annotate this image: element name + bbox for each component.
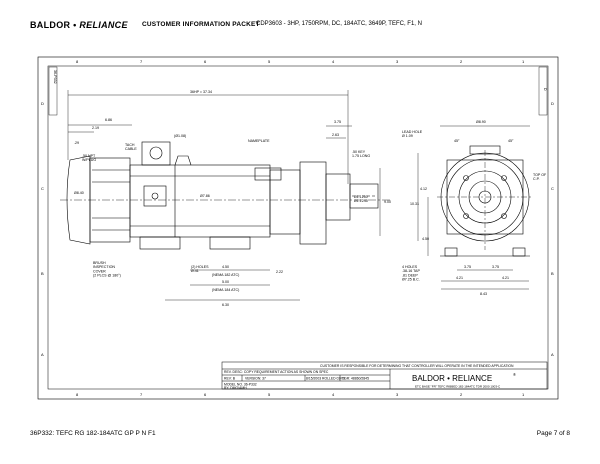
dim-500: 5.00 <box>222 280 229 284</box>
dim-029: .29 <box>74 141 79 145</box>
inner-frame <box>47 65 549 390</box>
dim-840: Ø8.40 <box>74 191 84 195</box>
side-tag: D <box>543 88 547 91</box>
zone-col-7-b: 7 <box>140 392 143 397</box>
zone-columns-top: 8 7 6 5 4 3 2 1 <box>76 59 525 64</box>
title-block-small-text: ETC BASE "FR" TEFC RIBBED 182-184ATC TDR… <box>415 385 501 389</box>
zone-col-5: 5 <box>268 59 271 64</box>
zone-row-a: A <box>41 352 44 357</box>
page-header: BALDOR • RELIANCE CUSTOMER INFORMATION P… <box>0 0 600 40</box>
zone-col-2: 2 <box>460 59 463 64</box>
dim-630: 6.30 <box>222 303 229 307</box>
revision-tag-box <box>48 66 58 116</box>
zone-col-4: 4 <box>332 59 335 64</box>
dim-421-right: 4.21 <box>502 276 509 280</box>
date-label-a: 8/15/2003 ROLLED 03/03 <box>306 377 345 381</box>
version-label: VERSION: 37 <box>245 377 266 381</box>
dim-890: Ø8.90 <box>476 120 486 124</box>
zone-col-1-b: 1 <box>522 392 525 397</box>
dim-263: 2.63 <box>332 133 339 137</box>
zone-columns-bottom: 8 7 6 5 4 3 2 1 <box>76 392 525 397</box>
zone-col-4-b: 4 <box>332 392 335 397</box>
dim-900: 9.00 <box>384 200 391 204</box>
footer-model: 36P332: TEFC RG 182-184ATC GP P N F1 <box>30 430 156 437</box>
model-number: MODEL NO. 36-P332 <box>224 383 257 387</box>
dim-450-end: 4.50 <box>422 237 429 241</box>
date-label-b: TGR: 48860/2845 <box>342 377 369 381</box>
zone-row-d-r: D <box>551 101 554 106</box>
dim-686: 6.86 <box>105 118 112 122</box>
motor-side-view <box>60 141 392 250</box>
zone-col-6-b: 6 <box>204 392 207 397</box>
zone-col-3: 3 <box>396 59 399 64</box>
angle-45b: 45° <box>508 139 514 143</box>
page-number: Page 7 of 8 <box>536 430 570 437</box>
dim-375-left: 3.75 <box>464 265 471 269</box>
outer-frame <box>37 56 559 400</box>
revision-label: REV: B <box>224 377 236 381</box>
zone-row-b-r: B <box>551 271 554 276</box>
registered-mark: ® <box>513 372 516 377</box>
zone-col-7: 7 <box>140 59 143 64</box>
dimension-lines-end <box>417 125 530 290</box>
side-tag-box <box>538 66 548 116</box>
motor-model: CDP3603 - 3HP, 1750RPM, DC, 184ATC, 3649… <box>256 21 422 27</box>
title-block-note: CUSTOMER IS RESPONSIBLE FOR DETERMINING … <box>320 364 514 368</box>
zone-col-5-b: 5 <box>268 392 271 397</box>
dim-843: 8.43 <box>480 292 487 296</box>
revision-tag: 36-P332 <box>53 70 57 84</box>
dim-450-note: (NEMA 182 ATC) <box>212 273 239 277</box>
dim-450: 4.50 <box>222 265 229 269</box>
baldor-reliance-logo: BALDOR • RELIANCE <box>30 20 128 30</box>
dim-786: Ø7.86 <box>200 194 210 198</box>
dim-500-note: (NEMA 184 ATC) <box>212 288 239 292</box>
zone-col-1: 1 <box>522 59 525 64</box>
logo-right: RELIANCE <box>79 20 128 30</box>
nameplate-label: NAMEPLATE <box>248 139 270 143</box>
dim-375: 3.75 <box>334 120 341 124</box>
dim-108: (Ø1.08) <box>174 134 186 138</box>
zone-row-a-r: A <box>551 352 554 357</box>
zone-row-d: D <box>41 101 44 106</box>
title-block <box>221 361 548 390</box>
motor-end-view <box>437 145 533 257</box>
dim-375-right: 3.75 <box>492 265 499 269</box>
packet-title: CUSTOMER INFORMATION PACKET <box>142 21 260 28</box>
dim-421-left: 4.21 <box>456 276 463 280</box>
revision-description: REV. DESC: COPY REQUIREMENT ACTION AS SH… <box>224 370 329 374</box>
logo-dot: • <box>73 20 77 30</box>
dim-1031: 10.31 <box>410 202 419 206</box>
dim-412: 4.12 <box>420 187 427 191</box>
zone-col-3-b: 3 <box>396 392 399 397</box>
dim-219: 2.19 <box>92 126 99 130</box>
zone-col-8: 8 <box>76 59 79 64</box>
dim-222: 2.22 <box>276 270 283 274</box>
zone-row-c: C <box>41 186 44 191</box>
dimension-lines-side <box>67 90 381 301</box>
angle-45a: 45° <box>454 139 460 143</box>
zone-col-6: 6 <box>204 59 207 64</box>
zone-rows: D C B A D C B A <box>41 101 554 357</box>
title-block-company: BALDOR • RELIANCE <box>412 374 492 383</box>
logo-left: BALDOR <box>30 20 71 30</box>
zone-col-2-b: 2 <box>460 392 463 397</box>
drawn-by: BY: DMG/AMH <box>224 386 247 390</box>
zone-row-b: B <box>41 271 44 276</box>
zone-row-c-r: C <box>551 186 554 191</box>
dim-overall: 36HP = 37.34 <box>190 90 212 94</box>
zone-col-8-b: 8 <box>76 392 79 397</box>
